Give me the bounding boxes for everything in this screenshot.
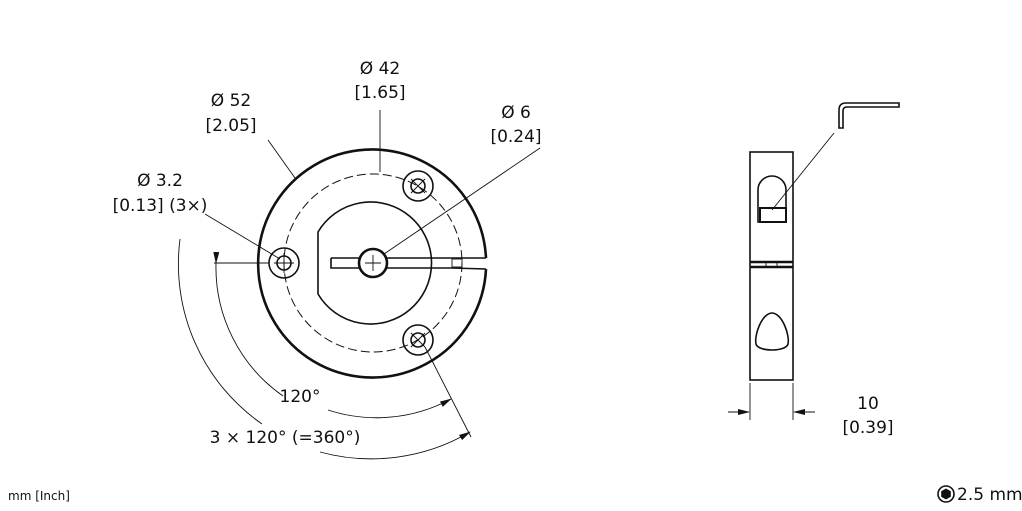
slot	[330, 257, 487, 270]
front-view	[256, 148, 488, 379]
d6-mm: Ø 6	[501, 103, 531, 123]
angle-label: 120°	[280, 387, 321, 407]
d42-mm: Ø 42	[360, 59, 400, 79]
d42-inch: [1.65]	[354, 83, 405, 103]
d32-inch: [0.13] (3×)	[113, 196, 208, 216]
slot-screw	[451, 258, 463, 268]
angle-dimension	[177, 238, 471, 460]
side-view	[749, 102, 900, 381]
width-dimension	[728, 383, 815, 420]
width-inch: [0.39]	[842, 418, 893, 438]
hex-key-size-icon	[937, 485, 955, 503]
units-note: mm [Inch]	[8, 489, 70, 503]
mounting-hole	[268, 247, 300, 279]
d52-mm: Ø 52	[211, 91, 251, 111]
mounting-hole	[402, 170, 434, 202]
mounting-hole	[402, 324, 434, 356]
d52-inch: [2.05]	[205, 116, 256, 136]
center-mark	[365, 255, 381, 271]
d32-mm: Ø 3.2	[137, 171, 183, 191]
set-screw	[759, 207, 787, 223]
width-mm: 10	[857, 394, 879, 414]
leader-lines	[204, 110, 541, 438]
hex-key-icon	[838, 102, 900, 129]
teardrop-hole	[754, 312, 790, 351]
screw-pocket	[757, 175, 787, 223]
outer-ring	[256, 148, 488, 379]
inner-bore-flat	[317, 201, 433, 325]
angle-total-label: 3 × 120° (=360°)	[210, 428, 361, 448]
d6-inch: [0.24]	[490, 127, 541, 147]
hex-key-size: 2.5 mm	[957, 485, 1022, 505]
